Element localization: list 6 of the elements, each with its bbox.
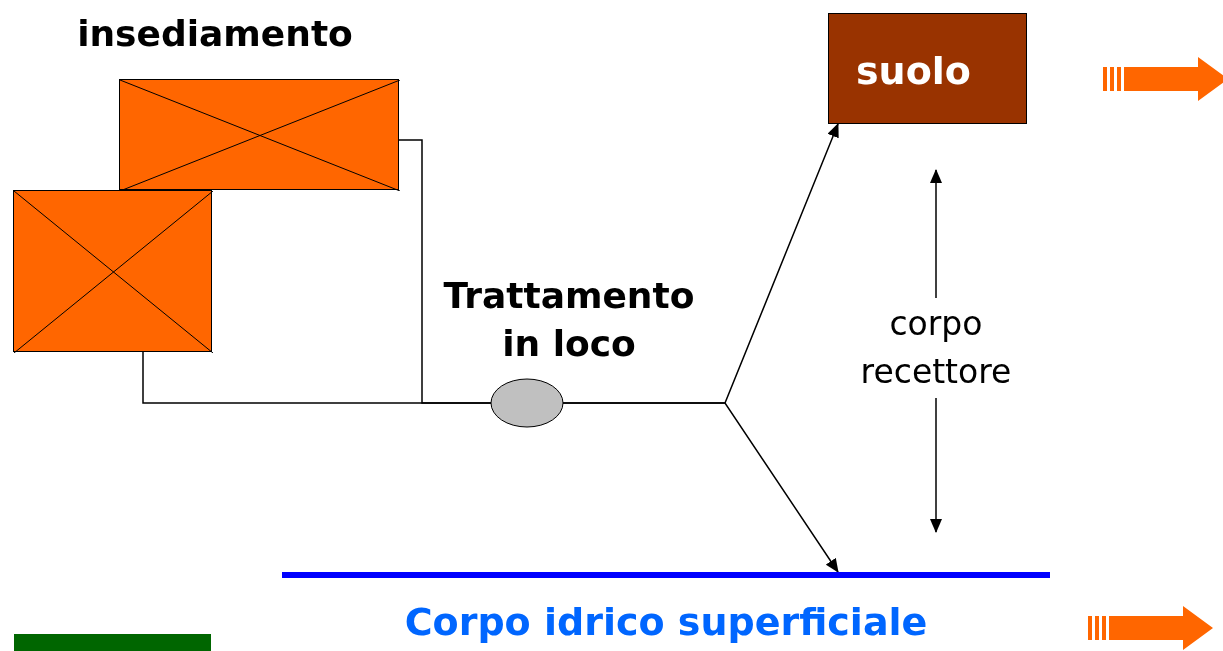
connector-line xyxy=(142,351,492,404)
water-body-label: Corpo idrico superficiale xyxy=(403,599,929,646)
heading: insediamento xyxy=(76,12,354,56)
box-label: suolo xyxy=(856,49,971,93)
arrow xyxy=(562,402,839,573)
heading: Trattamento in loco xyxy=(442,274,696,366)
